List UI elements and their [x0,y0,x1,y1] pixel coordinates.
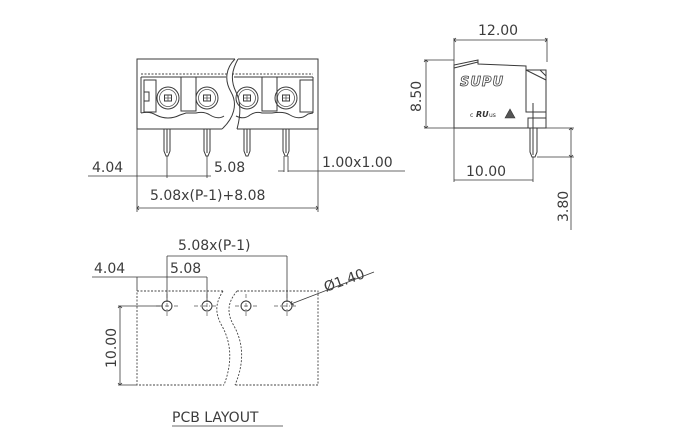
break-line-left [221,58,236,130]
front-view [136,58,319,130]
pcb-hole-2 [194,294,218,318]
front-body-right [237,58,319,130]
pcb-break-right [228,290,243,386]
dim-overall-length: 5.08x(P-1)+8.08 [150,188,265,204]
pin-row [163,129,290,157]
warning-triangle-icon [504,108,516,119]
dim-pin-offset: 10.00 [466,164,506,180]
pin-1 [163,129,171,157]
dim-pin-length: 3.80 [556,191,572,222]
side-view: SUPU c RU us [453,59,547,158]
dim-hole-diameter: Ø1.40 [322,266,367,295]
dim-pin-section: 1.00x1.00 [322,155,393,171]
screw-row [156,86,298,110]
pcb-hole-4 [274,294,298,318]
dim-front-edge-to-pin: 4.04 [92,160,123,176]
dim-pcb-pitch: 5.08 [170,261,201,277]
screw-4 [274,86,298,110]
front-divider [261,76,278,112]
front-dimensions: 4.04 5.08 1.00x1.00 5.08x(P-1)+8.08 [88,129,405,212]
pin-4 [282,129,290,157]
screw-3 [235,86,259,110]
screw-2 [195,86,219,110]
pcb-break-left [216,290,231,386]
brand-logo: SUPU [460,75,504,90]
dim-depth: 12.00 [478,23,518,39]
ul-certification-mark: c RU us [470,110,496,119]
front-bottom-wave [140,111,314,119]
pcb-layout-caption: PCB LAYOUT [172,410,259,426]
side-pin [529,128,538,158]
front-body-left [136,58,235,130]
pcb-dimensions: 5.08x(P-1) 4.04 5.08 Ø1.40 10.00 PCB LAY… [92,238,375,427]
svg-text:c: c [470,112,473,119]
pin-2 [203,129,211,157]
side-body-outline [453,59,547,129]
pcb-outline-left [136,290,224,386]
break-line-right [231,58,241,130]
front-divider [143,79,157,113]
pcb-layout [136,290,319,386]
side-pin-housing [527,117,547,129]
side-dimensions: 12.00 8.50 10.00 3.80 [409,23,574,230]
screw-1 [156,86,180,110]
pcb-outline-right [235,290,319,386]
front-divider [180,76,197,112]
dim-pcb-edge-to-pin: 4.04 [94,261,125,277]
svg-text:us: us [489,112,496,119]
front-notch [143,91,150,102]
side-chamfer [525,69,547,81]
dim-front-pitch: 5.08 [214,160,245,176]
svg-text:RU: RU [476,110,489,119]
dim-height: 8.50 [409,81,425,112]
side-top-slope [453,61,479,69]
front-divider [299,79,314,113]
dim-pcb-pin-span: 5.08x(P-1) [178,238,250,254]
dim-pcb-row-offset: 10.00 [104,328,120,368]
side-wire-entry [525,70,546,113]
pin-3 [243,129,251,157]
pcb-hole-3 [235,294,258,318]
